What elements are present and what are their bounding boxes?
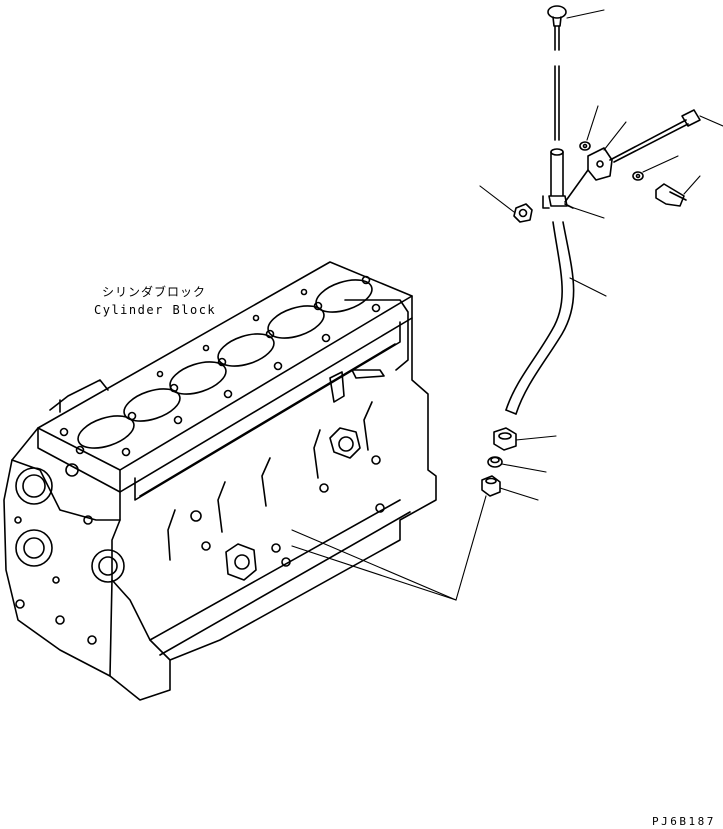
cylinder-block-label-jp: シリンダブロック <box>102 285 207 299</box>
bolt-upper <box>609 109 701 163</box>
cylinder-block <box>3 261 437 701</box>
guide-tube <box>505 148 575 415</box>
ferrule <box>487 456 503 468</box>
dipstick-gauge <box>547 5 567 141</box>
drawing-code: PJ6B187 <box>652 815 716 828</box>
cylinder-block-label-en: Cylinder Block <box>94 303 217 317</box>
leader-lines <box>291 9 723 601</box>
bracket <box>564 147 613 203</box>
sleeve-nut <box>493 427 517 451</box>
nut <box>513 203 533 223</box>
washer-upper <box>579 141 591 151</box>
adapter <box>481 475 501 497</box>
washer-lower <box>632 171 644 181</box>
dipstick-assembly <box>481 5 701 497</box>
clip <box>542 195 574 209</box>
bolt-lower <box>655 183 687 207</box>
